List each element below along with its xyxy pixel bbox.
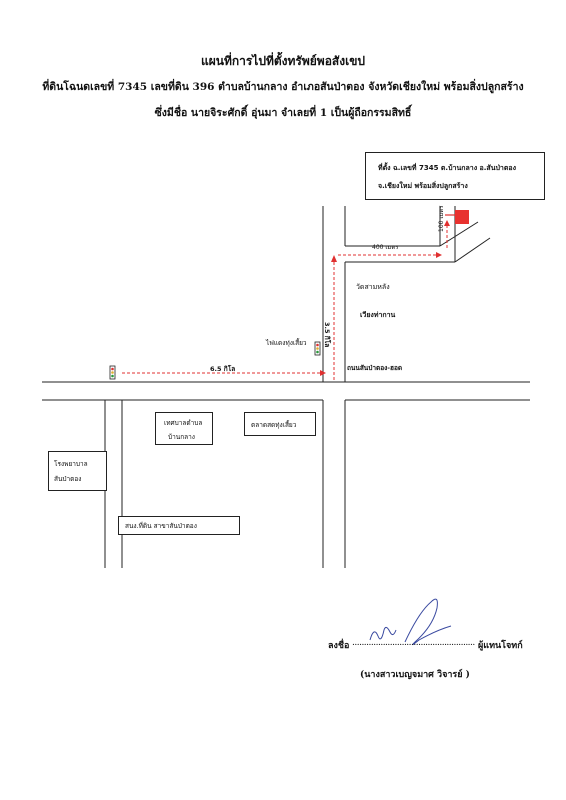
diagonal-road-1 xyxy=(439,221,479,247)
location-line-2: จ.เชียงใหม่ พร้อมสิ่งปลูกสร้าง xyxy=(378,182,468,190)
village-label: เวียงท่ากาน xyxy=(360,311,396,319)
signature-scribble xyxy=(369,598,452,646)
hospital-box: โรงพยาบาล สันป่าตอง xyxy=(48,451,107,491)
location-box: ที่ตั้ง ฉ.เลขที่ 7345 ต.บ้านกลาง อ.สันป่… xyxy=(365,152,545,200)
hospital-line-1: โรงพยาบาล xyxy=(54,460,88,468)
signature-line: ........................................… xyxy=(352,638,475,648)
traffic-light-label: ไฟแดงทุ่งเสี้ยว xyxy=(266,339,307,347)
traffic-light-icon-junction xyxy=(314,341,321,356)
owner-description: ซึ่งมีชื่อ นายจิระศักดิ์ อุ่นมา จำเลยที่… xyxy=(154,107,412,119)
market-label: ตลาดสดทุ่งเสี้ยว xyxy=(251,421,297,429)
main-road-label: ถนนสันป่าตอง-ฮอด xyxy=(347,364,403,372)
route-arrow-north-2 xyxy=(444,220,450,226)
municipality-line-1: เทศบาลตำบล xyxy=(164,419,203,427)
market-box: ตลาดสดทุ่งเสี้ยว xyxy=(244,412,316,436)
distance-100m-label: 100 เมตร xyxy=(438,205,445,232)
signer-role: ผู้แทนโจทก์ xyxy=(478,641,523,651)
route-arrow-north xyxy=(331,255,337,262)
municipality-box: เทศบาลตำบล บ้านกลาง xyxy=(155,412,213,445)
municipality-line-2: บ้านกลาง xyxy=(168,433,195,441)
hospital-line-2: สันป่าตอง xyxy=(54,475,82,483)
signature-label: ลงชื่อ xyxy=(328,641,350,651)
land-office-box: สนง.ที่ดิน สาขาสันป่าตอง xyxy=(118,516,240,535)
distance-3-5km-label: 3.5 กิโล xyxy=(323,322,331,348)
page-title: แผนที่การไปที่ตั้งทรัพย์พอสังเขป xyxy=(200,54,366,68)
distance-6-5km-label: 6.5 กิโล xyxy=(210,365,236,373)
deed-description: ที่ดินโฉนดเลขที่ 7345 เลขที่ดิน 396 ตำบล… xyxy=(42,81,524,93)
route-arrow-east xyxy=(320,370,326,376)
location-line-1: ที่ตั้ง ฉ.เลขที่ 7345 ต.บ้านกลาง อ.สันป่… xyxy=(378,164,517,172)
property-marker xyxy=(455,210,469,224)
land-office-label: สนง.ที่ดิน สาขาสันป่าตอง xyxy=(125,522,197,530)
diagonal-road-2 xyxy=(454,237,491,263)
signer-name: (นางสาวเบญจมาศ วิจารย์ ) xyxy=(360,670,470,680)
route-arrow-east-2 xyxy=(436,252,442,258)
traffic-light-icon-west xyxy=(109,365,116,380)
distance-400m-label: 400 เมตร xyxy=(372,244,399,251)
temple-label: วัดสามหลัง xyxy=(356,283,390,291)
